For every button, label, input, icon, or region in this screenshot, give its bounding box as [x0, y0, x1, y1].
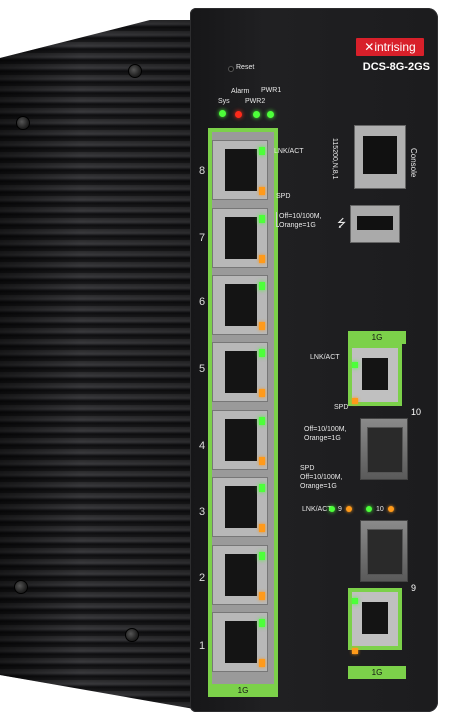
brand-name: intrising [374, 40, 416, 54]
port-number: 3 [199, 506, 206, 518]
spd-note-10-1: Off=10/100M, [304, 426, 347, 433]
sfp-port-9[interactable] [360, 520, 408, 582]
usb-port[interactable] [350, 205, 400, 243]
sfp10-speed-led [388, 506, 394, 512]
rj45-port-3[interactable] [212, 477, 268, 537]
port10-speed-led [352, 398, 358, 404]
sfp9-led-label: 9 [338, 506, 342, 513]
sfp10-led-label: 10 [376, 506, 384, 513]
port-number: 2 [199, 572, 206, 584]
rj45-port-2[interactable] [212, 545, 268, 605]
spd-note-9-1: Off=10/100M, [300, 474, 343, 481]
heatsink-shade [0, 20, 200, 710]
sys-led [219, 110, 226, 117]
spd-note-9-2: Orange=1G [300, 483, 337, 490]
sfp10-link-led [366, 506, 372, 512]
port-9-number: 9 [411, 583, 417, 593]
port-number: 4 [199, 440, 206, 452]
alarm-led [235, 111, 242, 118]
pwr2-led [253, 111, 260, 118]
baud-label: 115200,N,8,1 [331, 138, 338, 180]
rj45-port-9[interactable] [348, 588, 402, 650]
sfp9-speed-led [346, 506, 352, 512]
rj45-port-6[interactable] [212, 275, 268, 335]
rj45-port-1[interactable] [212, 612, 268, 672]
port-10-number: 10 [411, 407, 422, 417]
lnk-act-label-10: LNK/ACT [310, 354, 340, 361]
model-name: DCS-8G-2GS [362, 61, 430, 73]
rj45-port-8[interactable] [212, 140, 268, 200]
gig-badge-bottom: 1G [208, 684, 278, 697]
reset-button[interactable] [228, 66, 234, 72]
rj45-port-10[interactable] [348, 344, 402, 406]
port9-speed-led [352, 648, 358, 654]
port-number: 5 [199, 363, 206, 375]
gig-badge-port10: 1G [348, 331, 406, 344]
gig-badge-port9: 1G [348, 666, 406, 679]
usb-icon: ⭍ [337, 218, 347, 230]
spd-label-10: SPD [334, 404, 349, 411]
port9-link-led [352, 598, 358, 604]
rj45-port-5[interactable] [212, 342, 268, 402]
screw [14, 580, 28, 594]
port-number: 1 [199, 640, 206, 652]
spd-note-10-2: Orange=1G [304, 435, 341, 442]
sys-label: Sys [218, 98, 230, 105]
port10-link-led [352, 362, 358, 368]
screw [128, 64, 142, 78]
console-label: Console [409, 148, 418, 178]
reset-label: Reset [236, 64, 255, 71]
port-number: 6 [199, 296, 206, 308]
port-number: 7 [199, 232, 206, 244]
pwr1-led [267, 111, 274, 118]
port-number: 8 [199, 165, 206, 177]
screw [125, 628, 139, 642]
lnk-act-label-combo: LNK/ACT [302, 506, 332, 513]
lnk-act-label: LNK/ACT [274, 148, 304, 155]
screw [16, 116, 30, 130]
rj45-port-7[interactable] [212, 208, 268, 268]
sfp9-link-led [329, 506, 335, 512]
pwr1-label: PWR1 [261, 87, 282, 94]
spd-label-9: SPD [300, 465, 315, 472]
alarm-label: Alarm [231, 88, 250, 95]
console-port[interactable] [354, 125, 406, 189]
spd-note-2: Orange=1G [279, 222, 316, 229]
spd-label: SPD [276, 193, 291, 200]
sfp-port-10[interactable] [360, 418, 408, 480]
pwr2-label: PWR2 [245, 98, 266, 105]
logo-mark-icon: ✕ [364, 40, 375, 54]
spd-bracket [276, 212, 279, 227]
rj45-port-4[interactable] [212, 410, 268, 470]
spd-note-1: Off=10/100M, [279, 213, 322, 220]
brand-logo: ✕intrising [356, 38, 424, 56]
